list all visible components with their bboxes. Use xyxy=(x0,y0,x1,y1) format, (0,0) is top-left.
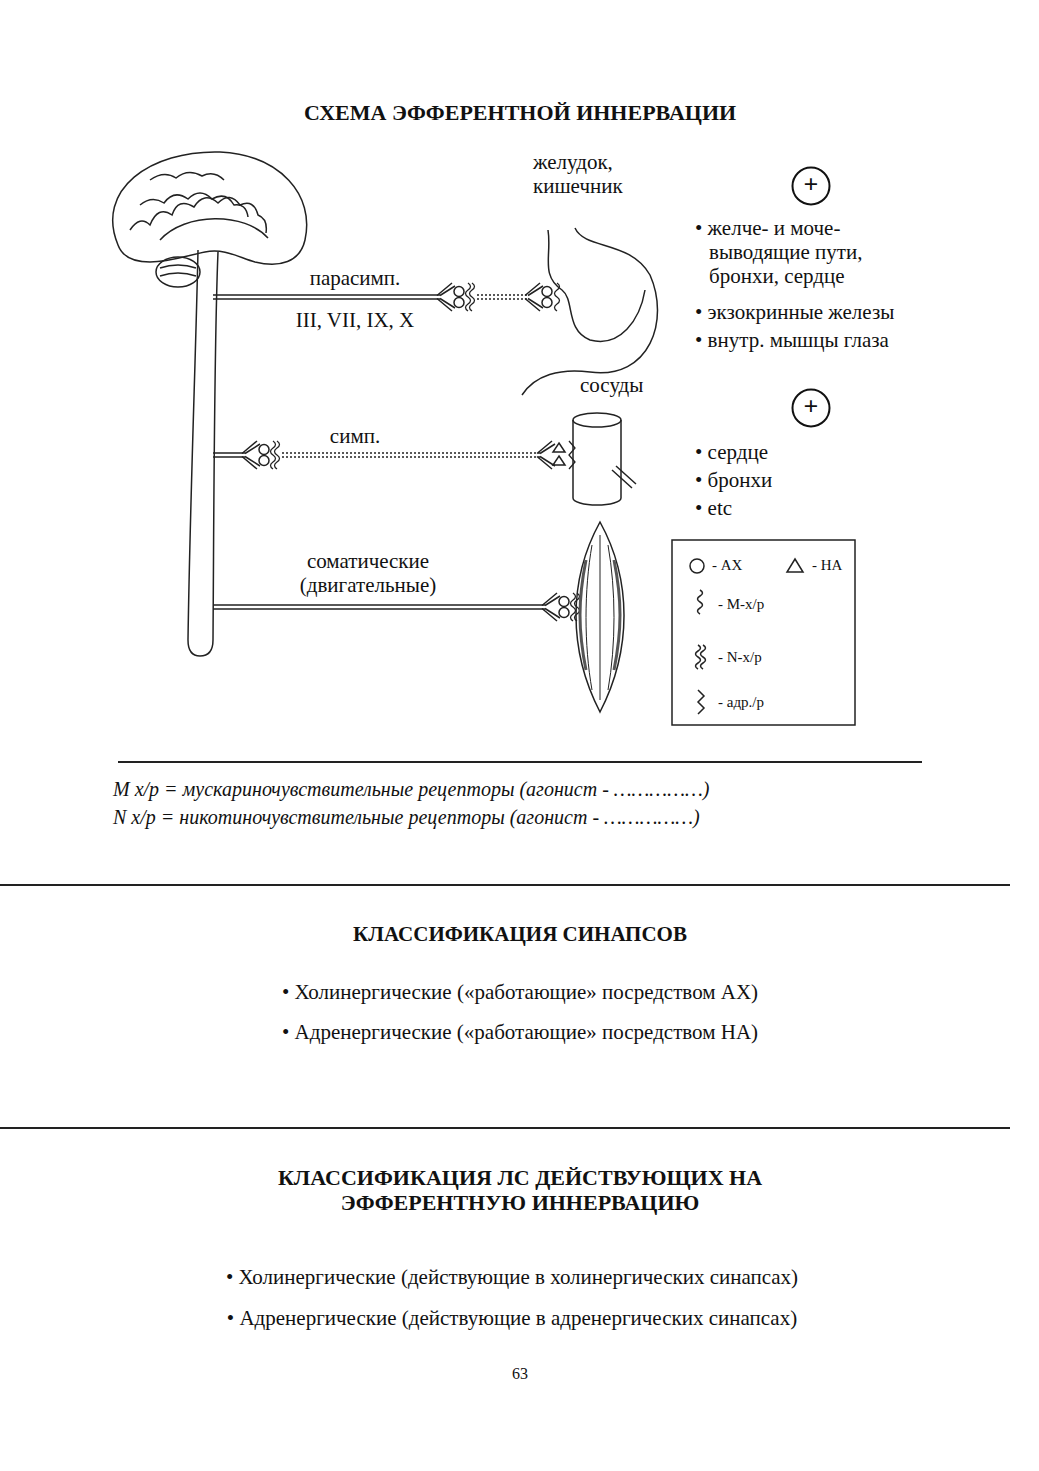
effect-item: • бронхи xyxy=(695,468,772,492)
list-item: • Холинергические («работающие» посредст… xyxy=(282,980,758,1004)
effect-item: • экзокринные железы xyxy=(695,300,894,324)
page-number: 63 xyxy=(512,1365,528,1383)
diagram-title: СХЕМА ЭФФЕРЕНТНОЙ ИННЕРВАЦИИ xyxy=(304,100,736,126)
list-item: • Адренергические («работающие» посредст… xyxy=(282,1020,758,1044)
organ-label: сосуды xyxy=(580,373,643,397)
plus-circle: + xyxy=(791,388,831,428)
legend-entry: - НА xyxy=(812,557,842,574)
legend-entry: - АХ xyxy=(712,557,742,574)
section-heading: КЛАССИФИКАЦИЯ СИНАПСОВ xyxy=(353,922,687,946)
effect-item: • сердце xyxy=(695,440,768,464)
nerve-label: III, VII, IX, X xyxy=(296,308,415,332)
organ-label: желудок, кишечник xyxy=(533,150,658,198)
list-item: • Холинергические (действующие в холинер… xyxy=(226,1265,798,1289)
effect-item: • желче- и моче- выводящие пути, бронхи,… xyxy=(695,216,924,288)
effect-item: • etc xyxy=(695,496,732,520)
note: N х/р = никотиночувствительные рецепторы… xyxy=(113,806,700,829)
nerve-label: парасимп. xyxy=(310,266,401,290)
plus-sign: + xyxy=(791,388,831,422)
legend-entry: - N-х/р xyxy=(718,649,762,666)
effect-item: • внутр. мышцы глаза xyxy=(695,328,889,352)
nerve-label: симп. xyxy=(330,424,380,448)
section-heading: КЛАССИФИКАЦИЯ ЛС ДЕЙСТВУЮЩИХ НА ЭФФЕРЕНТ… xyxy=(260,1165,780,1216)
note: М х/р = мускариночувствительные рецептор… xyxy=(113,778,709,801)
legend-entry: - М-х/р xyxy=(718,596,764,613)
plus-circle: + xyxy=(791,166,831,206)
plus-sign: + xyxy=(791,166,831,200)
nerve-label: соматические (двигательные) xyxy=(276,549,461,597)
legend-entry: - адр./р xyxy=(718,694,764,711)
list-item: • Адренергические (действующие в адренер… xyxy=(227,1306,797,1330)
